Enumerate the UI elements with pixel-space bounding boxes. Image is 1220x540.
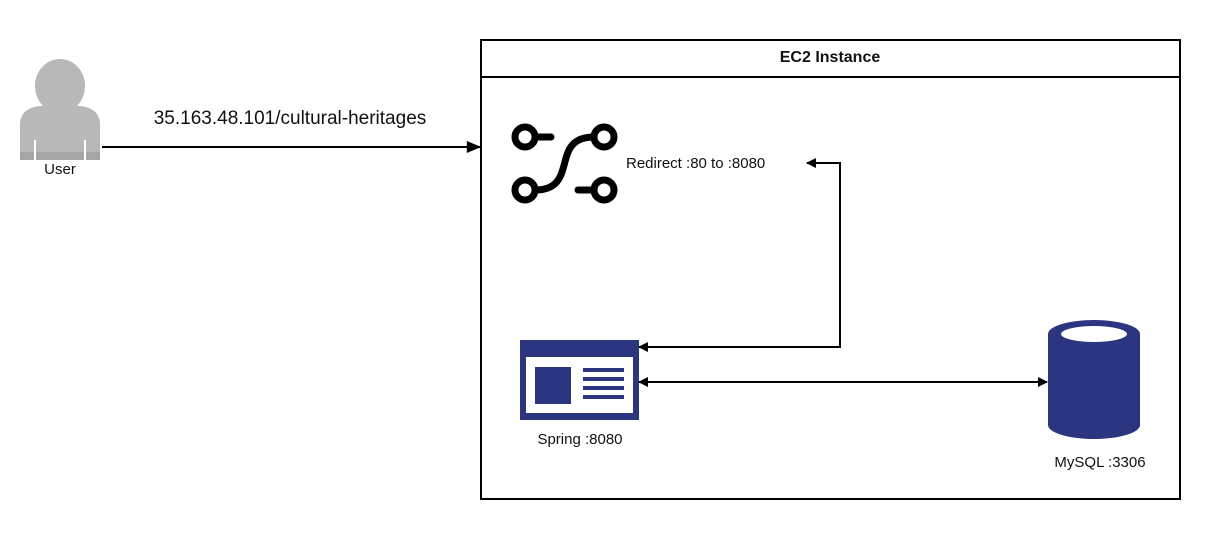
spring-app-icon — [520, 340, 639, 420]
database-icon — [1048, 320, 1140, 439]
mysql-label: MySQL :3306 — [1054, 454, 1145, 471]
spring-label: Spring :8080 — [537, 431, 622, 448]
ec2-instance-box — [480, 39, 1181, 500]
request-url-label: 35.163.48.101/cultural-heritages — [154, 108, 427, 129]
redirect-icon — [511, 123, 618, 204]
user-icon — [20, 59, 100, 160]
ec2-instance-title: EC2 Instance — [780, 49, 881, 66]
user-label: User — [44, 161, 76, 178]
redirect-label: Redirect :80 to :8080 — [626, 155, 765, 172]
redirect-spring-connector — [638, 158, 841, 352]
